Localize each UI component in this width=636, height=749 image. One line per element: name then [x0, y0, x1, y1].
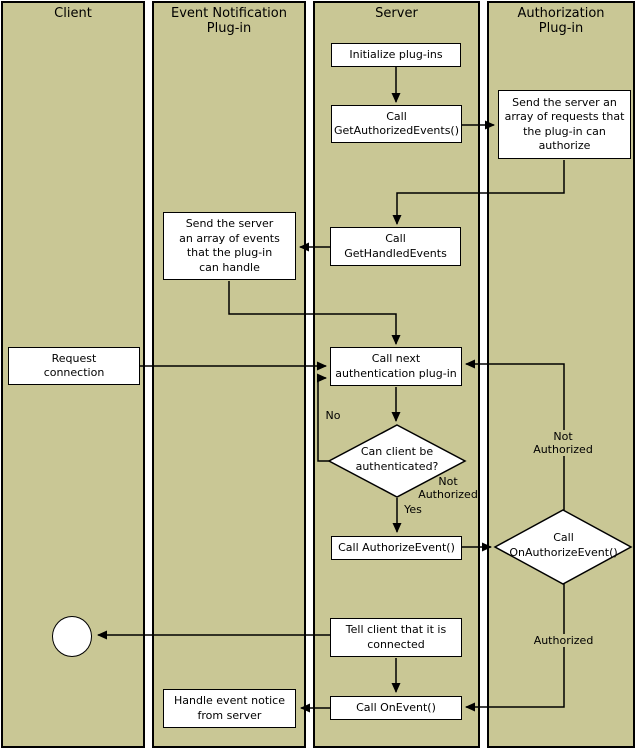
edge-sendrequests-to-gethandled — [392, 160, 565, 225]
node-send-events-array: Send the server an array of events that … — [163, 212, 296, 280]
edge-no-loop-to-callnext — [317, 373, 329, 462]
node-call-onevent: Call OnEvent() — [330, 696, 462, 720]
edge-label-not-authorized-server: Not Authorized — [418, 475, 478, 501]
decision-on-authorize-event-label: Call OnAuthorizeEvent() — [509, 531, 618, 559]
lane-event-notification-plugin: Event Notification Plug-in — [152, 1, 306, 748]
node-request-connection: Request connection — [8, 347, 140, 385]
lane-authorization-title: Authorization Plug-in — [517, 6, 605, 36]
node-send-requests-array: Send the server an array of requests tha… — [498, 90, 631, 159]
node-handle-event-notice: Handle event notice from server — [163, 689, 296, 728]
node-call-next-authentication-plugin: Call next authentication plug-in — [330, 347, 462, 386]
edge-sendevents-to-callnext — [228, 281, 401, 345]
node-call-getauthorizedevents: Call GetAuthorizedEvents() — [331, 105, 462, 143]
node-call-gethandledevents: Call GetHandledEvents — [330, 227, 461, 266]
lane-client-title: Client — [54, 6, 92, 21]
edge-authorized-to-onevent — [465, 584, 565, 712]
node-tell-client-connected: Tell client that it is connected — [330, 618, 462, 657]
edge-notauthorized-return-to-callnext — [465, 359, 565, 510]
decision-can-authenticate-label: Can client be authenticated? — [355, 445, 439, 473]
edge-label-authorized: Authorized — [526, 634, 601, 647]
lane-event-notification-title: Event Notification Plug-in — [171, 6, 287, 36]
edge-label-not-authorized-auth: Not Authorized — [528, 430, 598, 456]
lane-server-title: Server — [375, 6, 418, 21]
edge-label-yes: Yes — [404, 503, 422, 516]
decision-on-authorize-event-shape — [493, 509, 633, 585]
client-end-node-circle — [52, 616, 92, 657]
edge-label-no: No — [325, 409, 341, 422]
node-call-authorizeevent: Call AuthorizeEvent() — [331, 536, 462, 560]
node-initialize-plugins: Initialize plug-ins — [331, 43, 461, 67]
decision-can-authenticate-shape — [327, 424, 467, 498]
